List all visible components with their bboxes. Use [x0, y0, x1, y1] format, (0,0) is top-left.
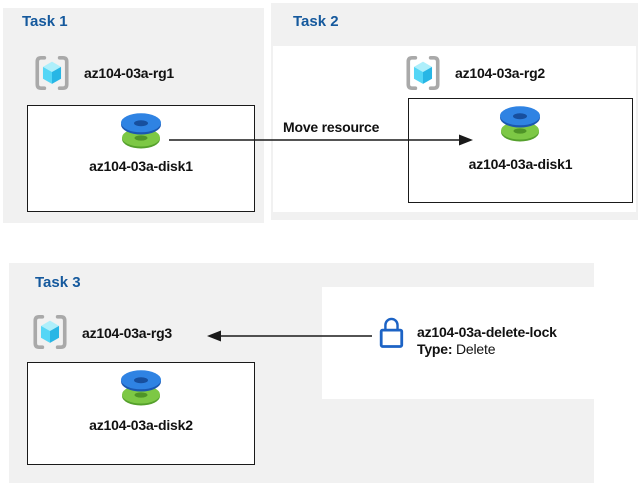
resource-group-icon	[406, 55, 440, 91]
task3-lock-area	[322, 287, 594, 399]
task1-title: Task 1	[22, 13, 68, 30]
disk1-label: az104-03a-disk1	[89, 158, 193, 174]
task2-title: Task 2	[293, 13, 339, 30]
task2-resource-box	[408, 98, 633, 203]
resource-group-icon	[35, 55, 69, 91]
resource-group-icon	[33, 314, 67, 350]
disk-icon	[121, 113, 161, 149]
lock-name-label: az104-03a-delete-lock	[417, 324, 557, 340]
disk3-label: az104-03a-disk2	[89, 417, 193, 433]
rg2-label: az104-03a-rg2	[455, 65, 546, 81]
disk-icon	[121, 370, 161, 406]
rg3-label: az104-03a-rg3	[82, 325, 173, 341]
disk2-label: az104-03a-disk1	[468, 156, 573, 172]
disk-icon	[500, 106, 540, 142]
move-resource-label: Move resource	[283, 119, 380, 135]
task3-title: Task 3	[35, 274, 81, 291]
lock-type-key: Type:	[417, 341, 453, 357]
rg1-label: az104-03a-rg1	[84, 65, 175, 81]
lock-type-value: Delete	[456, 341, 496, 357]
lock-icon	[379, 317, 404, 348]
lock-type-label: Type: Delete	[417, 341, 495, 357]
